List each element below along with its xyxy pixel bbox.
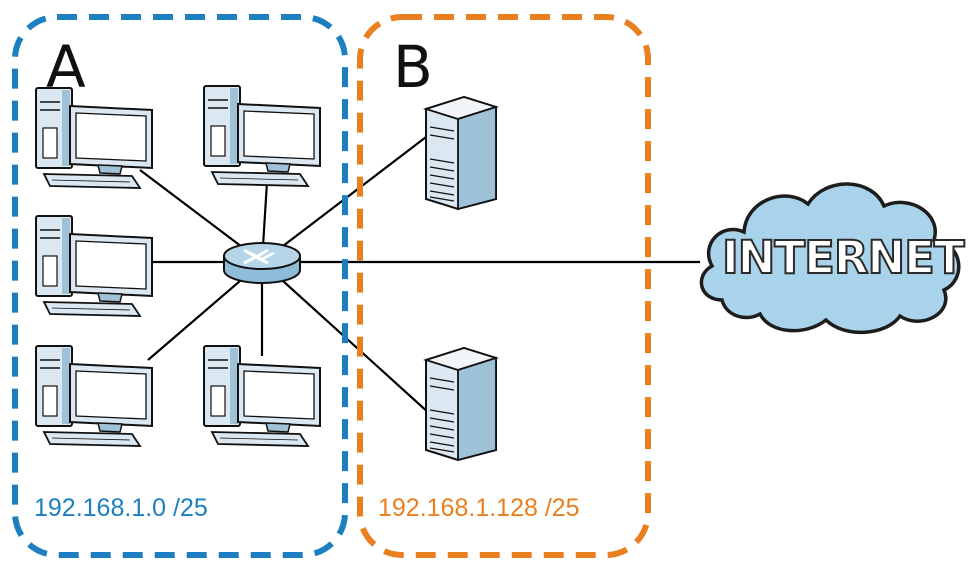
zone-b-letter: B [393,33,433,101]
zone-a-subnet: 192.168.1.0 /25 [34,494,208,522]
internet-label: INTERNET [721,231,966,284]
desktop-computer-icon [35,215,153,317]
server-tower-icon [425,96,497,210]
zone-a-letter: A [46,33,86,101]
desktop-computer-icon [35,345,153,447]
desktop-computer-icon [203,345,321,447]
desktop-computer-icon [203,85,321,187]
desktop-computer-icon [35,87,153,189]
server-tower-icon [425,347,497,461]
zone-b-subnet: 192.168.1.128 /25 [378,494,580,522]
router-icon [223,242,301,284]
cloud-icon [699,182,961,334]
zone-b-boundary [357,14,651,558]
